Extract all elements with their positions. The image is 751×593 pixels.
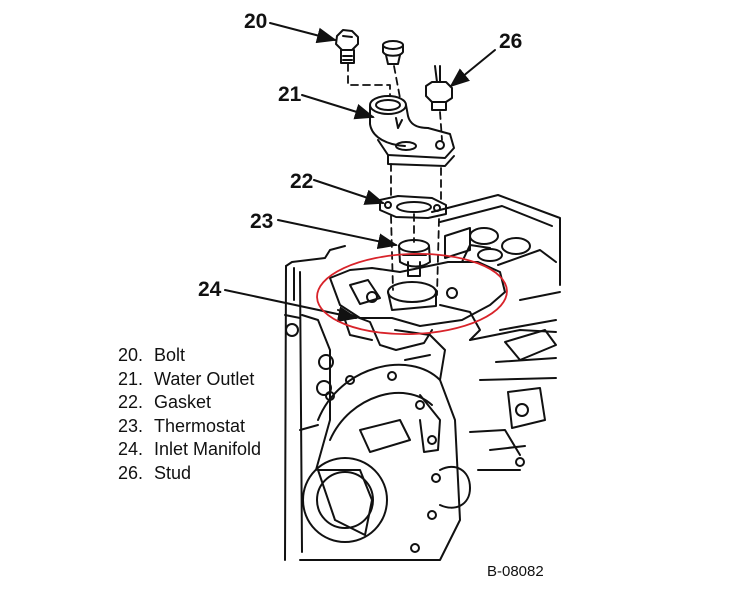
legend-label: Gasket bbox=[154, 392, 212, 413]
legend-label: Bolt bbox=[154, 345, 186, 365]
legend-number: 20. bbox=[118, 345, 144, 365]
callout-21: 21 bbox=[278, 83, 302, 106]
leader-lines bbox=[224, 22, 496, 323]
callout-26: 26 bbox=[499, 30, 522, 53]
highlight-ellipse bbox=[316, 252, 508, 336]
legend-label: Stud bbox=[154, 462, 192, 483]
timing-cover bbox=[299, 329, 461, 561]
inlet-manifold bbox=[329, 244, 506, 351]
engine-block bbox=[431, 194, 561, 509]
legend-item-gasket: 22. Gasket bbox=[118, 391, 261, 415]
legend-number: 24. bbox=[118, 439, 144, 460]
legend-number: 26. bbox=[118, 462, 144, 483]
bolt bbox=[335, 29, 359, 64]
legend-label: Inlet Manifold bbox=[154, 439, 262, 460]
callout-23: 23 bbox=[250, 210, 273, 233]
legend-number: 21. bbox=[118, 368, 144, 389]
parts-legend: 20. Bolt 21. Water Outlet 22. Gasket 23. The… bbox=[118, 344, 261, 486]
figure-reference-code: B-08082 bbox=[487, 563, 544, 580]
gasket bbox=[379, 195, 447, 219]
legend-item-stud: 26. Stud bbox=[118, 462, 261, 486]
callout-20: 20 bbox=[244, 10, 267, 33]
legend-item-inlet-manifold: 24. Inlet Manifold bbox=[118, 438, 261, 462]
legend-number: 22. bbox=[118, 392, 144, 413]
legend-item-bolt: 20. Bolt bbox=[118, 344, 261, 368]
callout-24: 24 bbox=[198, 278, 222, 301]
front-bracket bbox=[284, 245, 346, 561]
legend-label: Thermostat bbox=[154, 415, 246, 436]
legend-item-thermostat: 23. Thermostat bbox=[118, 415, 261, 439]
alignment-lines bbox=[347, 63, 443, 296]
stud bbox=[425, 65, 453, 111]
outlet-bolt bbox=[382, 40, 404, 65]
legend-label: Water Outlet bbox=[154, 368, 255, 389]
callout-22: 22 bbox=[290, 170, 313, 193]
legend-number: 23. bbox=[118, 415, 144, 436]
legend-item-water-outlet: 21. Water Outlet bbox=[118, 368, 261, 392]
